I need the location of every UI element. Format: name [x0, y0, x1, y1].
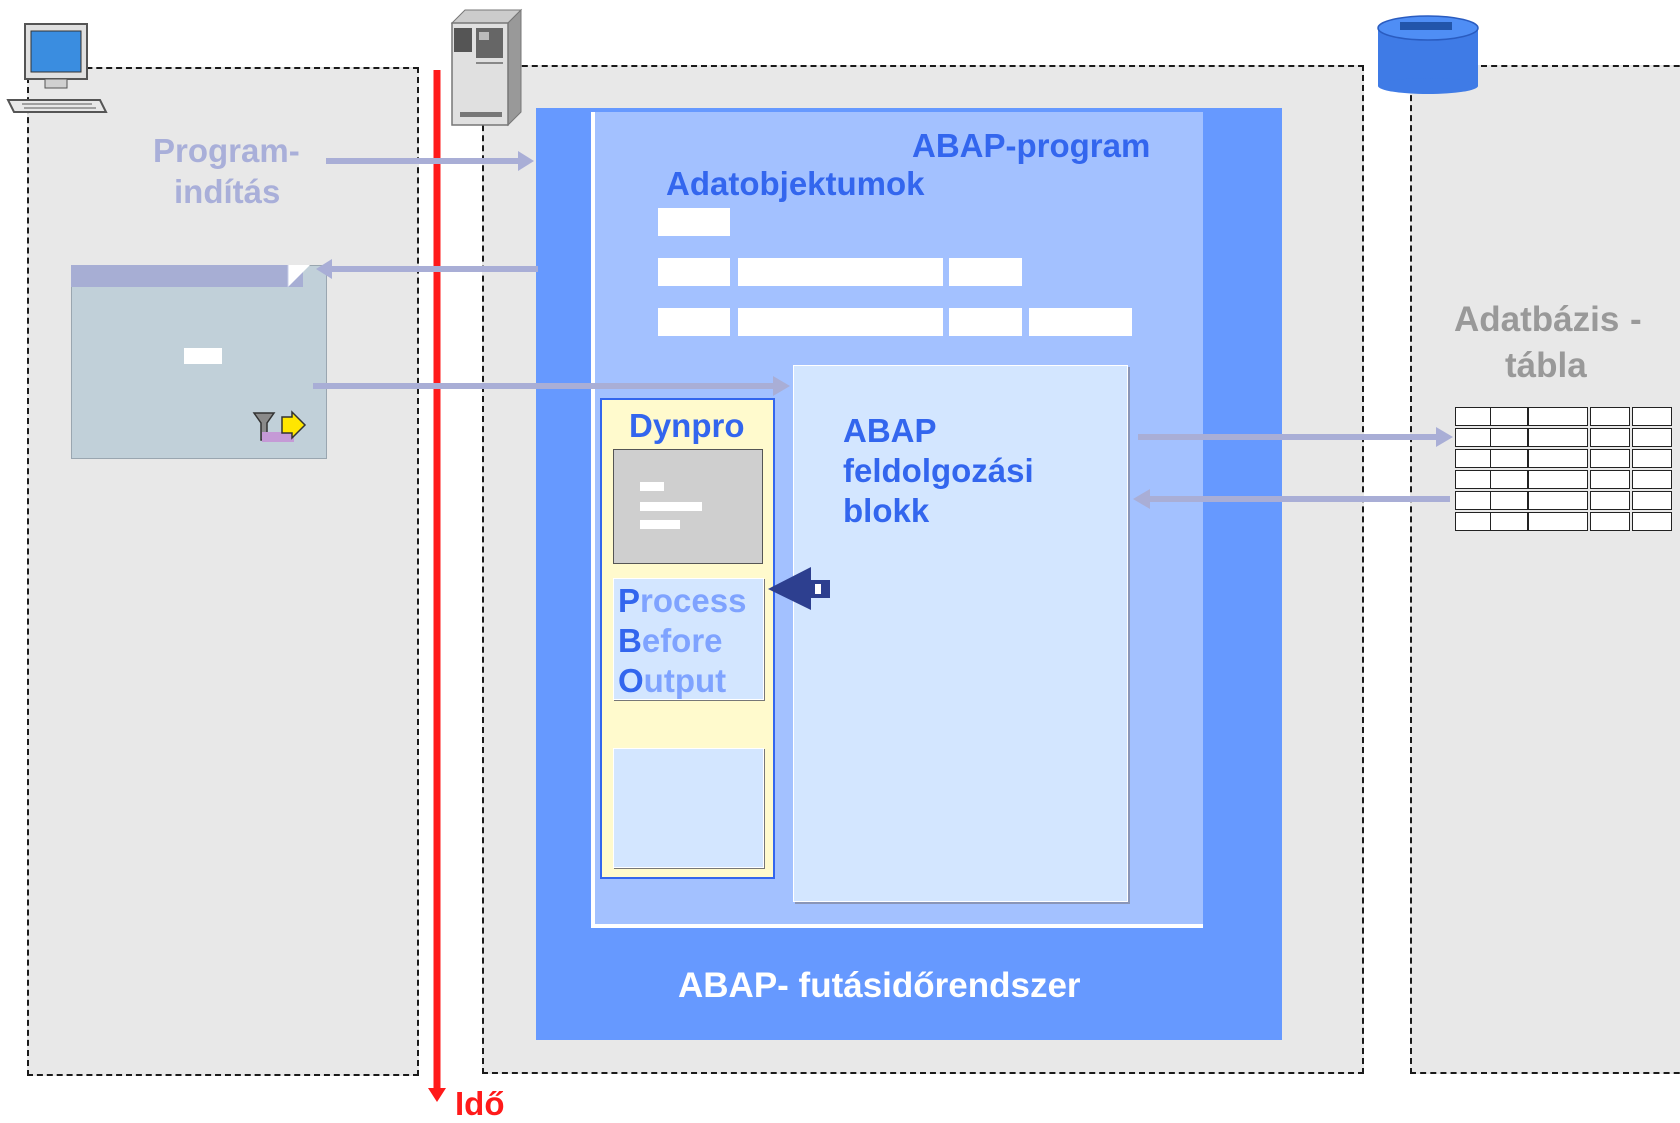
db-table-cell [1528, 449, 1588, 468]
db-table-cell [1490, 428, 1528, 447]
filter-icon [252, 410, 307, 442]
program-start-label-2: indítás [174, 173, 281, 210]
pai-box [613, 748, 764, 868]
db-table-cell [1590, 470, 1630, 489]
data-object-cell [949, 258, 1022, 286]
db-table-cell [1528, 470, 1588, 489]
time-axis-arrowhead [428, 1088, 446, 1102]
database-icon [1377, 15, 1479, 94]
abap-processing-block [793, 365, 1128, 902]
data-objects-label: Adatobjektumok [666, 165, 925, 202]
db-table-cell [1632, 470, 1672, 489]
window-fold [288, 265, 310, 287]
abap-block-label-2: feldolgozási [843, 452, 1034, 489]
abap-block-label-1: ABAP [843, 412, 937, 449]
db-table-cell [1590, 407, 1630, 426]
data-object-cell [658, 308, 730, 336]
pbo-line-2: Before [618, 622, 723, 659]
db-table-cell [1590, 449, 1630, 468]
server-icon [450, 8, 523, 127]
computer-icon [6, 23, 108, 113]
pbo-call-arrow [768, 567, 830, 610]
abap-program-label: ABAP-program [912, 127, 1151, 164]
screen-input-field [184, 348, 222, 364]
db-table-cell [1528, 512, 1588, 531]
db-table-cell [1490, 470, 1528, 489]
db-table-cell [1528, 428, 1588, 447]
time-label: Idő [455, 1085, 505, 1122]
screen-line [640, 520, 680, 529]
db-table-cell [1632, 428, 1672, 447]
db-table-cell [1590, 428, 1630, 447]
db-table-cell [1632, 512, 1672, 531]
db-table-cell [1632, 407, 1672, 426]
db-table-cell [1528, 407, 1588, 426]
runtime-label: ABAP- futásidőrendszer [678, 966, 1081, 1005]
data-object-cell [658, 208, 730, 236]
db-table-cell [1590, 491, 1630, 510]
pbo-box [613, 578, 764, 700]
data-object-cell [1029, 308, 1132, 336]
data-object-cell [738, 258, 943, 286]
db-table-cell [1590, 512, 1630, 531]
screen-line [640, 482, 664, 491]
db-table-cell [1490, 449, 1528, 468]
database-zone [1410, 65, 1680, 1074]
db-table-label-1: Adatbázis [1454, 300, 1620, 339]
db-table-cell [1632, 491, 1672, 510]
program-start-label-1: Program- [153, 132, 300, 169]
db-table-cell [1490, 491, 1528, 510]
screen-window-titlebar [71, 265, 303, 287]
pbo-line-1: Process [618, 582, 747, 619]
dynpro-label: Dynpro [629, 407, 745, 444]
abap-block-label-3: blokk [843, 492, 930, 529]
db-table-label-2: tábla [1505, 346, 1587, 385]
presentation-zone [27, 67, 419, 1076]
db-table-cell [1528, 491, 1588, 510]
db-table-cell [1632, 449, 1672, 468]
db-table-hyphen: - [1630, 300, 1642, 339]
data-object-cell [949, 308, 1022, 336]
data-object-cell [738, 308, 943, 336]
data-object-cell [658, 258, 730, 286]
db-table-cell [1490, 512, 1528, 531]
screen-line [640, 502, 702, 511]
db-table-cell [1490, 407, 1528, 426]
pbo-line-3: Output [618, 662, 727, 699]
